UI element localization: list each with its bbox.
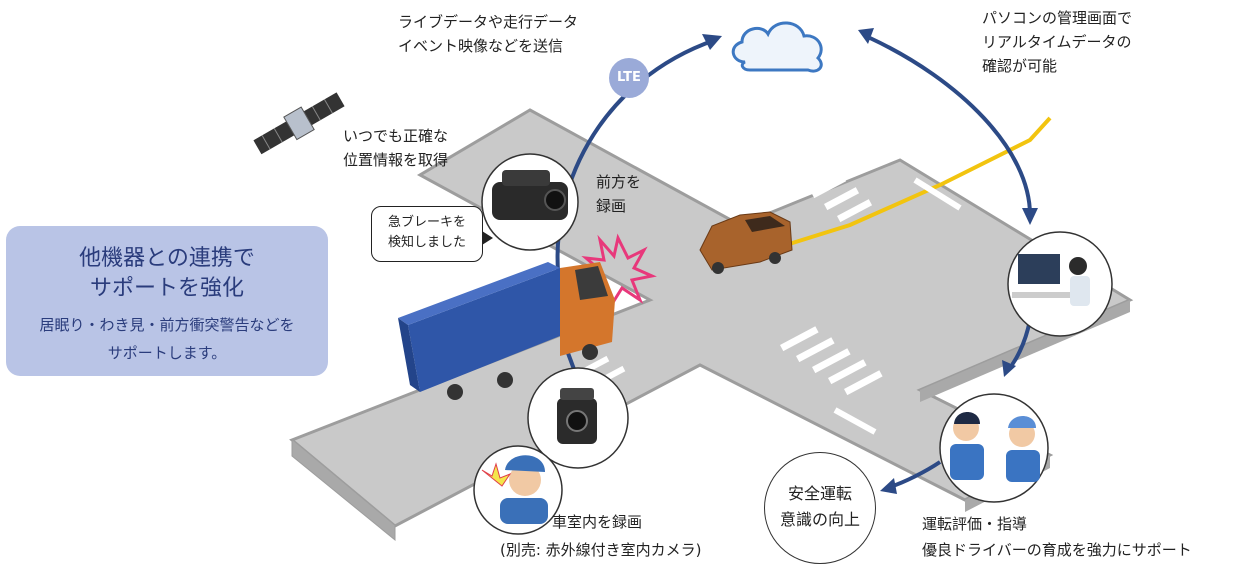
pc-admin-label: パソコンの管理画面で リアルタイムデータの 確認が可能: [982, 9, 1133, 75]
panel-title-line2: サポートを強化: [89, 276, 244, 301]
front-rec-label: 前方を 録画: [596, 173, 642, 215]
cabin-camera-note: (別売: 赤外線付き室内カメラ): [500, 541, 702, 559]
live-data-label: ライブデータや走行データ イベント映像などを送信: [398, 13, 579, 55]
dashcam-icon: [481, 153, 579, 251]
drivers-icon: [939, 393, 1049, 503]
feature-panel: 他機器との連携で サポートを強化 居眠り・わき見・前方衝突警告などを サポートし…: [6, 226, 328, 376]
car: [699, 211, 793, 274]
brake-alert-text: 急ブレーキを 検知しました: [387, 215, 466, 250]
cabin-camera-icon: [527, 367, 629, 469]
cabin-rec-label: 車室内を録画: [552, 513, 643, 531]
panel-desc-line1: 居眠り・わき見・前方衝突警告などを: [39, 316, 295, 334]
arrow-heads: [702, 28, 1038, 494]
lte-badge: LTE: [609, 58, 649, 98]
panel-desc-line2: サポートします。: [107, 344, 227, 362]
crosswalk: [579, 151, 883, 396]
truck: [398, 262, 615, 400]
evaluation-label: 運転評価・指導: [922, 515, 1028, 533]
satellite-icon: [253, 92, 345, 155]
panel-title-line1: 他機器との連携で: [79, 246, 255, 271]
office-pc-icon: [1007, 231, 1113, 337]
route-line: [769, 116, 1052, 252]
gps-label: いつでも正確な 位置情報を取得: [343, 127, 449, 169]
driver-development-label: 優良ドライバーの育成を強力にサポート: [922, 541, 1192, 559]
brake-alert-bubble: 急ブレーキを 検知しました: [371, 206, 493, 262]
drowsy-driver-icon: [473, 445, 563, 535]
cloud-icon: [731, 21, 823, 73]
safety-awareness-circle: 安全運転 意識の向上: [764, 452, 876, 564]
